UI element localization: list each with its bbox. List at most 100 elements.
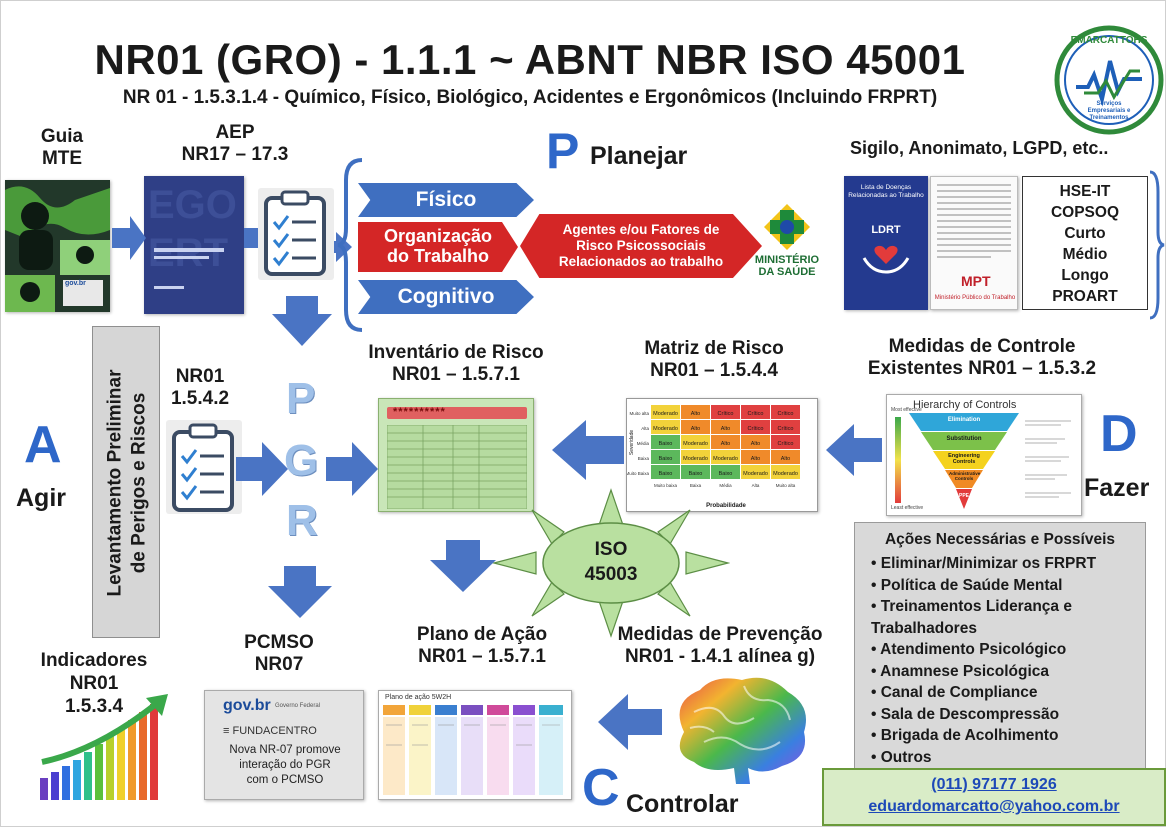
levantamento-label: Levantamento Preliminar de Perigos e Ris…	[104, 369, 149, 597]
nr01-1542-label: NR01 1.5.4.2	[170, 366, 230, 409]
check-label: Controlar	[626, 790, 739, 818]
matrix-cell-label: Moderado	[653, 411, 678, 417]
plano-label: Plano de Ação NR01 – 1.5.7.1	[416, 624, 548, 667]
tool-item: Longo	[1061, 267, 1109, 284]
inventario-table	[387, 425, 527, 509]
page-title: NR01 (GRO) - 1.1.1 ~ ABNT NBR ISO 45001	[94, 36, 966, 83]
agents-arrow: Agentes e/ou Fatores de Risco Psicossoci…	[520, 214, 762, 278]
matrix-cell	[741, 405, 770, 419]
matrix-ylabel: Severidade	[629, 430, 635, 456]
contact-box: (011) 97177 1926 eduardomarcatto@yahoo.c…	[822, 768, 1166, 826]
tool-item: HSE-IT	[1059, 183, 1111, 200]
inventario-doc: **********	[378, 398, 534, 512]
phone-link[interactable]: (011) 97177 1926	[931, 776, 1057, 793]
pgr-letter-g: G	[284, 436, 319, 485]
acoes-panel: Ações Necessárias e Possíveis • Eliminar…	[854, 522, 1146, 770]
matrix-col-label: Muito alta	[776, 483, 796, 488]
arrow-down-3	[430, 540, 496, 592]
matrix-cell-label: Alto	[751, 441, 760, 447]
matrix-cell-label: Crítico	[748, 411, 764, 417]
plano-doc-title: Plano de ação 5W2H	[385, 694, 452, 701]
matrix-cell-label: Alto	[781, 456, 790, 462]
inventario-header	[387, 407, 527, 419]
matrix-cell-label: Baixo	[659, 441, 673, 447]
matrix-cell	[741, 465, 770, 479]
acao-item: • Outros	[871, 748, 932, 766]
matrix-cell	[771, 465, 800, 479]
logo-tagline-1: Serviços	[1096, 101, 1122, 107]
pyramid-left-bottom: Least effective	[891, 505, 924, 511]
indicadores-label: Indicadores NR01 1.5.3.4	[40, 650, 148, 717]
logo-name: EMARCATTOHS	[1070, 35, 1148, 46]
pcmso-govbr-sub: Governo Federal	[275, 703, 321, 709]
factor-cognitivo: Cognitivo	[358, 280, 534, 314]
matrix-cell	[651, 405, 680, 419]
matrix-cell	[651, 465, 680, 479]
matrix-row-label: Muito Baixa	[627, 471, 649, 476]
matrix-cell	[651, 420, 680, 434]
pyramid-left-top: Most effective	[891, 407, 922, 413]
matrix-cell	[741, 420, 770, 434]
matrix-cell-label: Alto	[691, 411, 700, 417]
clipboard-icon-left	[166, 420, 242, 514]
matrix-row-label: Média	[637, 441, 650, 446]
mpt-caption: Ministério Público do Trabalho	[934, 295, 1016, 301]
tool-item: Curto	[1064, 225, 1106, 242]
tool-item: COPSOQ	[1050, 204, 1120, 221]
matrix-cell-label: Moderado	[713, 456, 738, 462]
matrix-cell-label: Crítico	[748, 426, 764, 432]
matrix-cell	[711, 405, 740, 419]
plano-doc: Plano de ação 5W2H	[378, 690, 572, 800]
matrix-cell	[681, 435, 710, 449]
matrix-col-label: Baixa	[690, 483, 702, 488]
matrix-col-label: Média	[719, 483, 732, 488]
hierarchy-of-controls: Hierarchy of Controls Most effective Lea…	[886, 394, 1082, 516]
govbr-mark: gov.br	[65, 280, 86, 287]
matrix-cell	[651, 435, 680, 449]
matrix-cell-label: Crítico	[778, 426, 794, 432]
email-link[interactable]: eduardomarcatto@yahoo.com.br	[868, 798, 1120, 815]
fundacentro-label: FUNDACENTRO	[232, 725, 317, 737]
emarcattohs-logo: EMARCATTOHS Serviços Empresariais e Trei…	[1054, 25, 1164, 135]
pgr-letter-r: R	[286, 496, 318, 545]
pyramid-shape	[909, 413, 1019, 509]
arrow-right-5	[326, 442, 378, 496]
ldrt-title: Lista de Doenças Relacionadas ao Trabalh…	[848, 184, 924, 199]
aep-label: AEP NR17 – 17.3	[181, 122, 289, 165]
matrix-cell-label: Moderado	[653, 426, 678, 432]
logo-tagline-2: Empresariais e	[1087, 108, 1131, 114]
factor-organizacao: Organização do Trabalho	[358, 222, 518, 272]
matrix-cell-label: Crítico	[778, 411, 794, 417]
ministerio-label: MINISTÉRIO DA SAÚDE	[754, 254, 820, 279]
factor-fisico: Físico	[358, 183, 534, 217]
acao-item: • Eliminar/Minimizar os FRPRT	[871, 555, 1097, 572]
medidas-controle-label: Medidas de Controle Existentes NR01 – 1.…	[867, 336, 1097, 379]
pcmso-news: gov.br Governo Federal ≡ FUNDACENTRO Nov…	[204, 690, 364, 800]
matrix-cell-label: Moderado	[773, 471, 798, 477]
matrix-cell	[711, 435, 740, 449]
matrix-cell-label: Moderado	[683, 456, 708, 462]
pcmso-govbr: gov.br	[223, 697, 271, 714]
matrix-cell-label: Baixo	[689, 471, 703, 477]
mpt-logo: MPT	[961, 273, 991, 289]
act-letter: A	[24, 416, 62, 474]
matrix-cell-label: Baixo	[659, 471, 673, 477]
matrix-cell-label: Moderado	[683, 441, 708, 447]
arrow-right-4	[236, 442, 288, 496]
plan-label: Planejar	[590, 142, 688, 170]
left-brace	[337, 158, 363, 332]
acao-item: • Anamnese Psicológica	[871, 662, 1050, 680]
matrix-cell-label: Alto	[691, 426, 700, 432]
matrix-cell	[681, 405, 710, 419]
do-letter: D	[1100, 405, 1138, 463]
matrix-cell	[771, 405, 800, 419]
logo-tagline: Serviços Empresariais e Treinamentos	[1082, 101, 1136, 122]
matrix-cell-label: Alto	[721, 441, 730, 447]
matrix-cell	[771, 420, 800, 434]
acao-item: • Sala de Descompressão	[871, 705, 1060, 723]
level-engineering: Engineering Controls	[948, 453, 980, 466]
matrix-cell	[651, 450, 680, 464]
pyramid-title: Hierarchy of Controls	[913, 399, 1017, 411]
ministerio-logo	[762, 202, 812, 252]
page-subtitle: NR 01 - 1.5.3.1.4 - Químico, Físico, Bio…	[122, 87, 938, 108]
